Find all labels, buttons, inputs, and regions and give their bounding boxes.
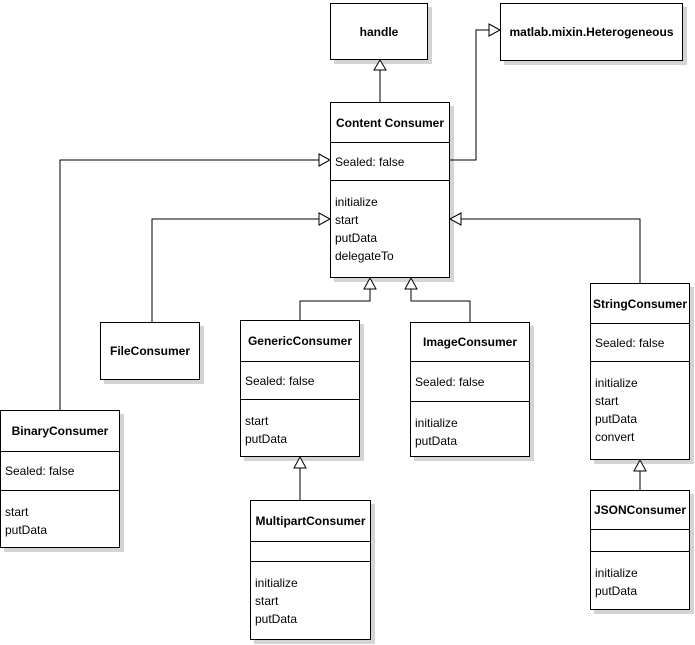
edge-stringconsumer-contentconsumer — [448, 212, 641, 283]
attributes-compartment — [251, 541, 370, 561]
method-item: putData — [595, 412, 638, 426]
class-title: MultipartConsumer — [255, 514, 366, 528]
attributes-compartment: Sealed: false — [331, 142, 449, 180]
sealed-attribute: Sealed: false — [245, 373, 315, 388]
class-box-heterogeneous: matlab.mixin.Heterogeneous — [500, 3, 683, 61]
class-title: StringConsumer — [593, 296, 688, 311]
method-item: initialize — [415, 416, 458, 430]
class-box-binary-consumer: BinaryConsumer Sealed: false start putDa… — [0, 410, 120, 548]
attributes-compartment: Sealed: false — [241, 361, 359, 399]
methods-compartment: initialize start putData delegateTo — [331, 180, 449, 277]
methods-compartment: initialize putData — [411, 401, 529, 456]
method-item: start — [245, 414, 269, 428]
edge-jsonconsumer-stringconsumer — [633, 458, 647, 490]
class-title: JSONConsumer — [593, 503, 687, 517]
class-title: matlab.mixin.Heterogeneous — [509, 25, 674, 39]
inheritance-arrow-icon — [488, 23, 502, 37]
inheritance-arrow-icon — [318, 153, 332, 167]
methods-compartment: initialize putData — [591, 551, 689, 609]
class-box-file-consumer: FileConsumer — [100, 322, 200, 380]
method-item: start — [5, 505, 29, 519]
method-item: putData — [335, 231, 378, 245]
method-item: putData — [245, 432, 288, 446]
edge-fileconsumer-contentconsumer — [151, 212, 332, 322]
edge-contentconsumer-handle — [373, 59, 387, 102]
method-item: initialize — [255, 576, 298, 590]
class-box-handle: handle — [330, 3, 428, 60]
sealed-attribute: Sealed: false — [335, 154, 405, 169]
edge-imageconsumer-contentconsumer — [404, 276, 471, 322]
attributes-compartment: Sealed: false — [591, 323, 689, 361]
methods-compartment: start putData — [1, 490, 119, 547]
sealed-attribute: Sealed: false — [595, 335, 665, 350]
methods-compartment: initialize start putData convert — [591, 361, 689, 459]
class-title: FileConsumer — [109, 344, 190, 358]
class-title: handle — [359, 24, 399, 39]
class-box-multipart-consumer: MultipartConsumer initialize start putDa… — [250, 500, 371, 640]
attributes-compartment: Sealed: false — [1, 451, 119, 490]
method-item: putData — [255, 612, 298, 626]
method-item: delegateTo — [335, 249, 394, 263]
inheritance-arrow-icon — [293, 455, 307, 469]
method-item: putData — [595, 584, 638, 598]
inheritance-arrow-icon — [373, 59, 387, 71]
method-item: putData — [5, 523, 48, 537]
edge-genericconsumer-contentconsumer — [299, 276, 377, 320]
class-box-json-consumer: JSONConsumer initialize putData — [590, 490, 690, 610]
edge-contentconsumer-heterogeneous — [450, 23, 502, 161]
class-box-generic-consumer: GenericConsumer Sealed: false start putD… — [240, 320, 360, 457]
edge-multipartconsumer-genericconsumer — [293, 455, 307, 500]
method-item: start — [255, 594, 279, 608]
inheritance-arrow-icon — [633, 458, 647, 472]
method-item: putData — [415, 434, 458, 448]
inheritance-arrow-icon — [404, 276, 418, 290]
class-box-string-consumer: StringConsumer Sealed: false initialize … — [590, 283, 690, 460]
class-title: BinaryConsumer — [11, 424, 109, 438]
inheritance-arrow-icon — [448, 212, 462, 226]
sealed-attribute: Sealed: false — [415, 374, 485, 389]
class-box-image-consumer: ImageConsumer Sealed: false initialize p… — [410, 322, 530, 457]
class-box-content-consumer: Content Consumer Sealed: false initializ… — [330, 102, 450, 278]
class-title: Content Consumer — [336, 115, 444, 130]
method-item: start — [335, 213, 359, 227]
inheritance-arrow-icon — [318, 212, 332, 226]
methods-compartment: start putData — [241, 399, 359, 456]
method-item: convert — [595, 430, 635, 444]
class-title: GenericConsumer — [247, 334, 353, 348]
method-item: initialize — [595, 566, 638, 580]
class-title: ImageConsumer — [422, 335, 518, 349]
inheritance-arrow-icon — [363, 276, 377, 290]
attributes-compartment: Sealed: false — [411, 361, 529, 401]
methods-compartment: initialize start putData — [251, 561, 370, 639]
sealed-attribute: Sealed: false — [5, 464, 75, 478]
attributes-compartment — [591, 529, 689, 551]
method-item: initialize — [595, 376, 638, 390]
method-item: start — [595, 394, 619, 408]
method-item: initialize — [335, 195, 378, 209]
